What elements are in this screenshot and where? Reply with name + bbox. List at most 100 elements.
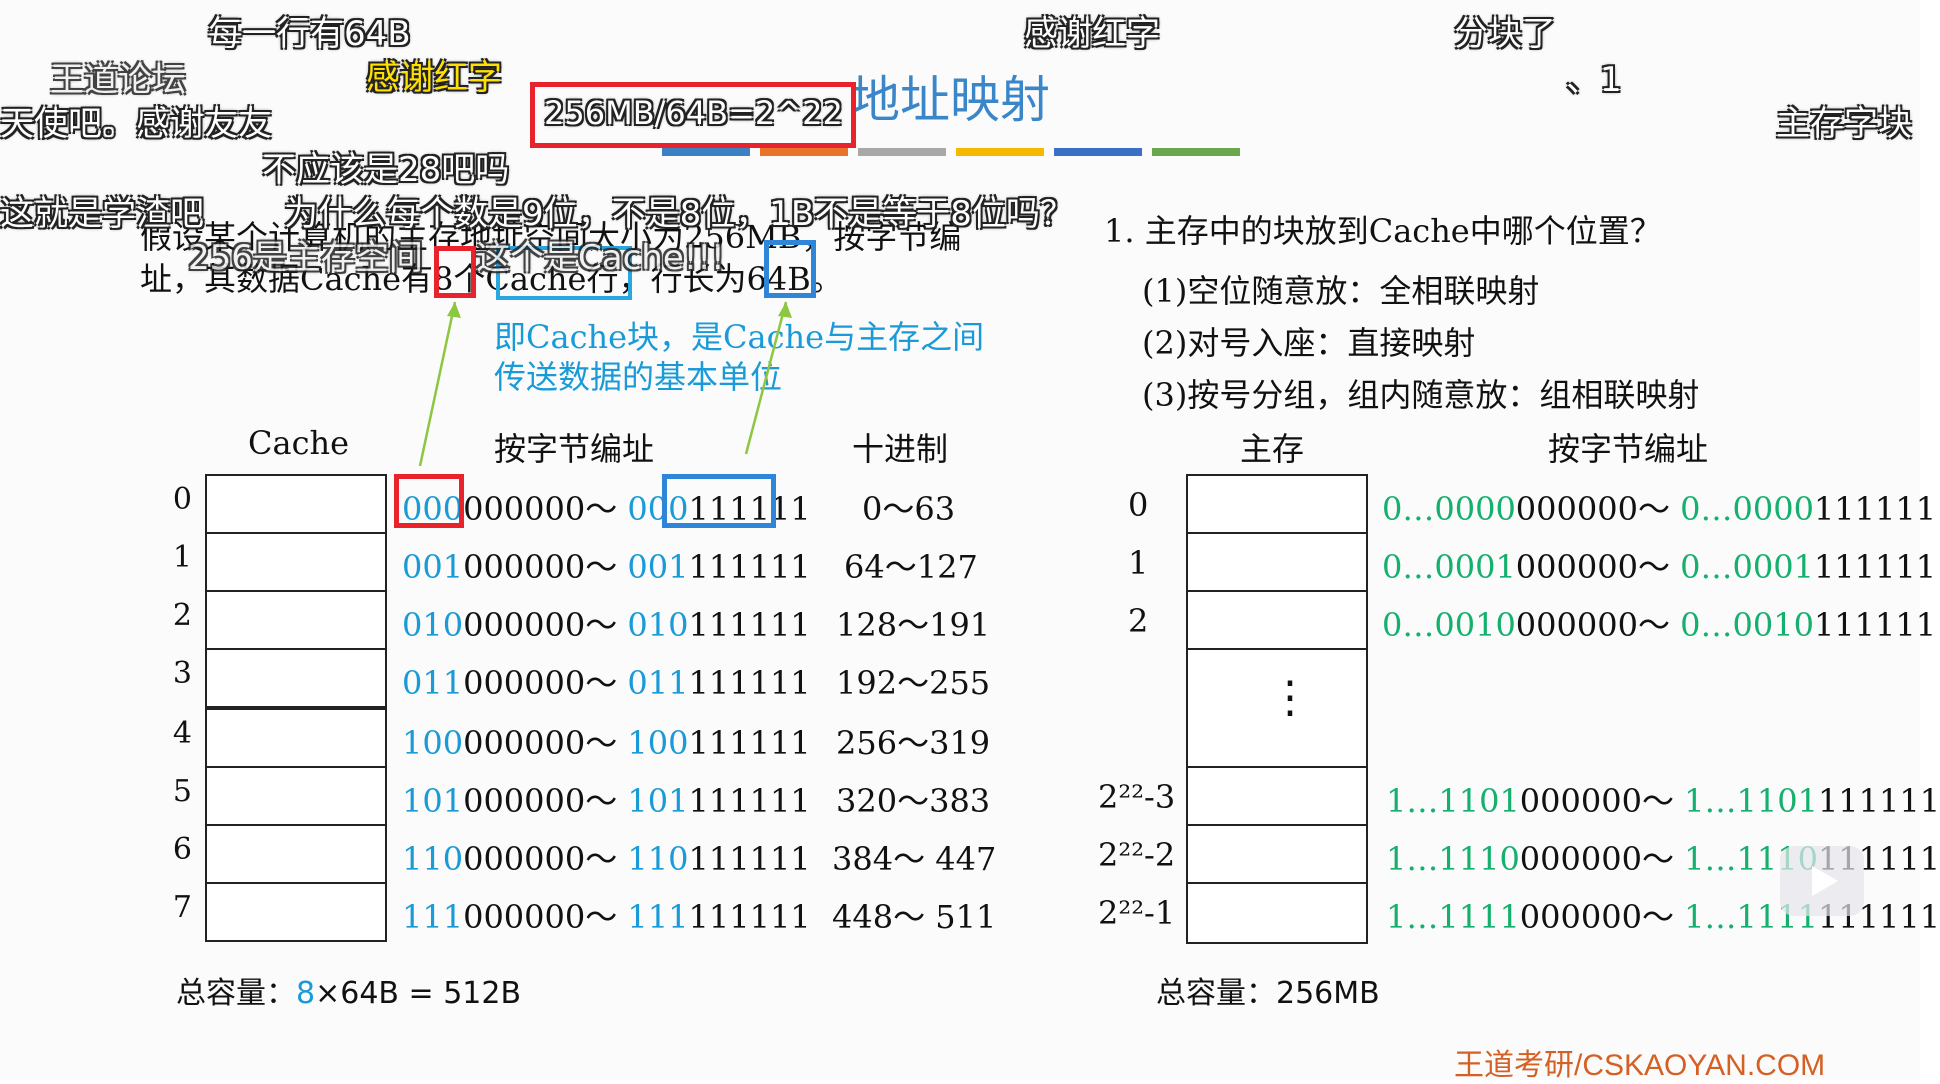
cache-line-cell [205, 766, 387, 826]
danmaku-comment: 主存字块 [1776, 104, 1912, 144]
memory-block-divider [1186, 882, 1368, 884]
row-index: 7 [172, 890, 192, 925]
mapping-heading: 1. 主存中的块放到Cache中哪个位置？ [1104, 212, 1662, 250]
play-icon[interactable] [1780, 846, 1864, 916]
address-range: 000000000～ 000111111 [402, 490, 811, 528]
color-bar [956, 148, 1044, 156]
cache-line-cell [205, 824, 387, 884]
cache-line-cell [205, 882, 387, 942]
question-prefix: 址，其数据Cache有 [140, 260, 434, 298]
block-index: 0 [1128, 486, 1149, 524]
cache-line-cell [205, 532, 387, 592]
mapping-item-1: (1)空位随意放：全相联映射 [1142, 272, 1540, 310]
danmaku-comment: 不应该是28吧吗 [262, 150, 510, 190]
memory-address-range: 0…0001000000～ 0…0001111111 [1382, 548, 1937, 586]
decimal-range: 128～191 [836, 606, 991, 644]
block-index: 2²²-1 [1098, 894, 1176, 932]
annotation-text: 256MB/64B=2^22 [544, 94, 843, 132]
cache-note-line-1: 即Cache块，是Cache与主存之间 [494, 318, 985, 356]
offset-bits-highlight [662, 474, 776, 528]
decimal-range: 448～ 511 [832, 898, 997, 936]
row-index: 3 [172, 656, 192, 691]
block-index: 2²²-2 [1098, 836, 1176, 874]
cache-row-highlight [496, 246, 632, 300]
memory-column [1186, 474, 1368, 944]
decimal-range: 320～383 [836, 782, 991, 820]
row-index: 1 [172, 540, 192, 575]
address-range: 011000000～ 011111111 [402, 664, 811, 702]
arrow-to-cache-count [418, 301, 457, 467]
danmaku-comment: 这个是Cache!!! [476, 238, 725, 278]
color-bar [1054, 148, 1142, 156]
danmaku-comment: 分块了 [1454, 14, 1556, 54]
cache-line-cell [205, 474, 387, 534]
decimal-range: 0～63 [862, 490, 956, 528]
arrow-head [447, 302, 461, 318]
memory-block-divider [1186, 590, 1368, 592]
danmaku-comment: 每一行有64B [208, 14, 411, 54]
danmaku-comment: 这就是学渣吧 [0, 194, 204, 234]
cache-line-cell [205, 590, 387, 650]
danmaku-comment: 、1 [1566, 60, 1622, 100]
decimal-range: 384～ 447 [832, 840, 997, 878]
danmaku-comment: 256是主存空间 [188, 238, 423, 278]
color-bar [1152, 148, 1240, 156]
memory-capacity: 总容量：256MB [1156, 976, 1380, 1011]
color-bar [662, 148, 750, 156]
line-length: 64B [746, 260, 811, 298]
address-range: 001000000～ 001111111 [402, 548, 811, 586]
memory-block-divider [1186, 648, 1368, 650]
row-index: 6 [172, 832, 192, 867]
question-line-2: 址，其数据Cache有8个Cache行，行长为64B。 [140, 254, 843, 300]
ellipsis-dots: ⋮ [1268, 672, 1312, 723]
cache-capacity: 总容量：8×64B = 512B [176, 976, 522, 1011]
mapping-item-2: (2)对号入座：直接映射 [1142, 324, 1476, 362]
site-watermark: 王道考研/CSKAOYAN.COM [1454, 1049, 1826, 1082]
annotation-box [530, 82, 856, 148]
main-memory-header: 主存 [1240, 430, 1305, 468]
arrow-to-line-length [744, 301, 788, 455]
danmaku-comment: 感谢红字 [366, 58, 502, 98]
question-mid: ，行长为 [618, 260, 747, 298]
address-range: 100000000～ 100111111 [402, 724, 811, 762]
memory-block-divider [1186, 766, 1368, 768]
block-index: 2²²-3 [1098, 778, 1176, 816]
memory-block-divider [1186, 824, 1368, 826]
cache-line-cell [205, 708, 387, 768]
decimal-range: 192～255 [836, 664, 991, 702]
address-range: 111000000～ 111111111 [402, 898, 811, 936]
row-index: 5 [172, 774, 192, 809]
cache-line-cell [205, 648, 387, 708]
row-index: 2 [172, 598, 192, 633]
cache-count-highlight [434, 246, 476, 298]
arrow-head [778, 302, 792, 318]
decimal-header: 十进制 [852, 430, 949, 468]
byte-address-header: 按字节编址 [494, 430, 655, 468]
address-range: 110000000～ 110111111 [402, 840, 811, 878]
cache-row-label: 个Cache行 [453, 260, 619, 298]
cache-header: Cache [248, 424, 350, 462]
memory-address-range: 0…0000000000～ 0…0000111111 [1382, 490, 1937, 528]
danmaku-comment: 天使吧。感谢友友 [0, 104, 272, 144]
address-range: 101000000～ 101111111 [402, 782, 811, 820]
tag-bits-highlight [394, 474, 464, 528]
cache-note-line-2: 传送数据的基本单位 [494, 358, 783, 396]
address-range: 010000000～ 010111111 [402, 606, 811, 644]
byte-address-header-2: 按字节编址 [1548, 430, 1709, 468]
color-bar [858, 148, 946, 156]
decimal-range: 64～127 [844, 548, 978, 586]
mapping-item-3: (3)按号分组，组内随意放：组相联映射 [1142, 376, 1700, 414]
color-bar [760, 148, 848, 156]
memory-block-divider [1186, 532, 1368, 534]
memory-address-range: 1…1101000000～ 1…1101111111 [1386, 782, 1940, 820]
row-index: 4 [172, 716, 192, 751]
row-index: 0 [172, 482, 192, 517]
memory-address-range: 0…0010000000～ 0…0010111111 [1382, 606, 1937, 644]
danmaku-comment: 为什么每个数是9位，不是8位，1B不是等于8位吗？ [284, 194, 1074, 234]
block-index: 1 [1128, 544, 1149, 582]
block-index: 2 [1128, 602, 1149, 640]
slide-title: 地址映射 [850, 71, 1050, 129]
question-end: 。 [810, 260, 843, 298]
